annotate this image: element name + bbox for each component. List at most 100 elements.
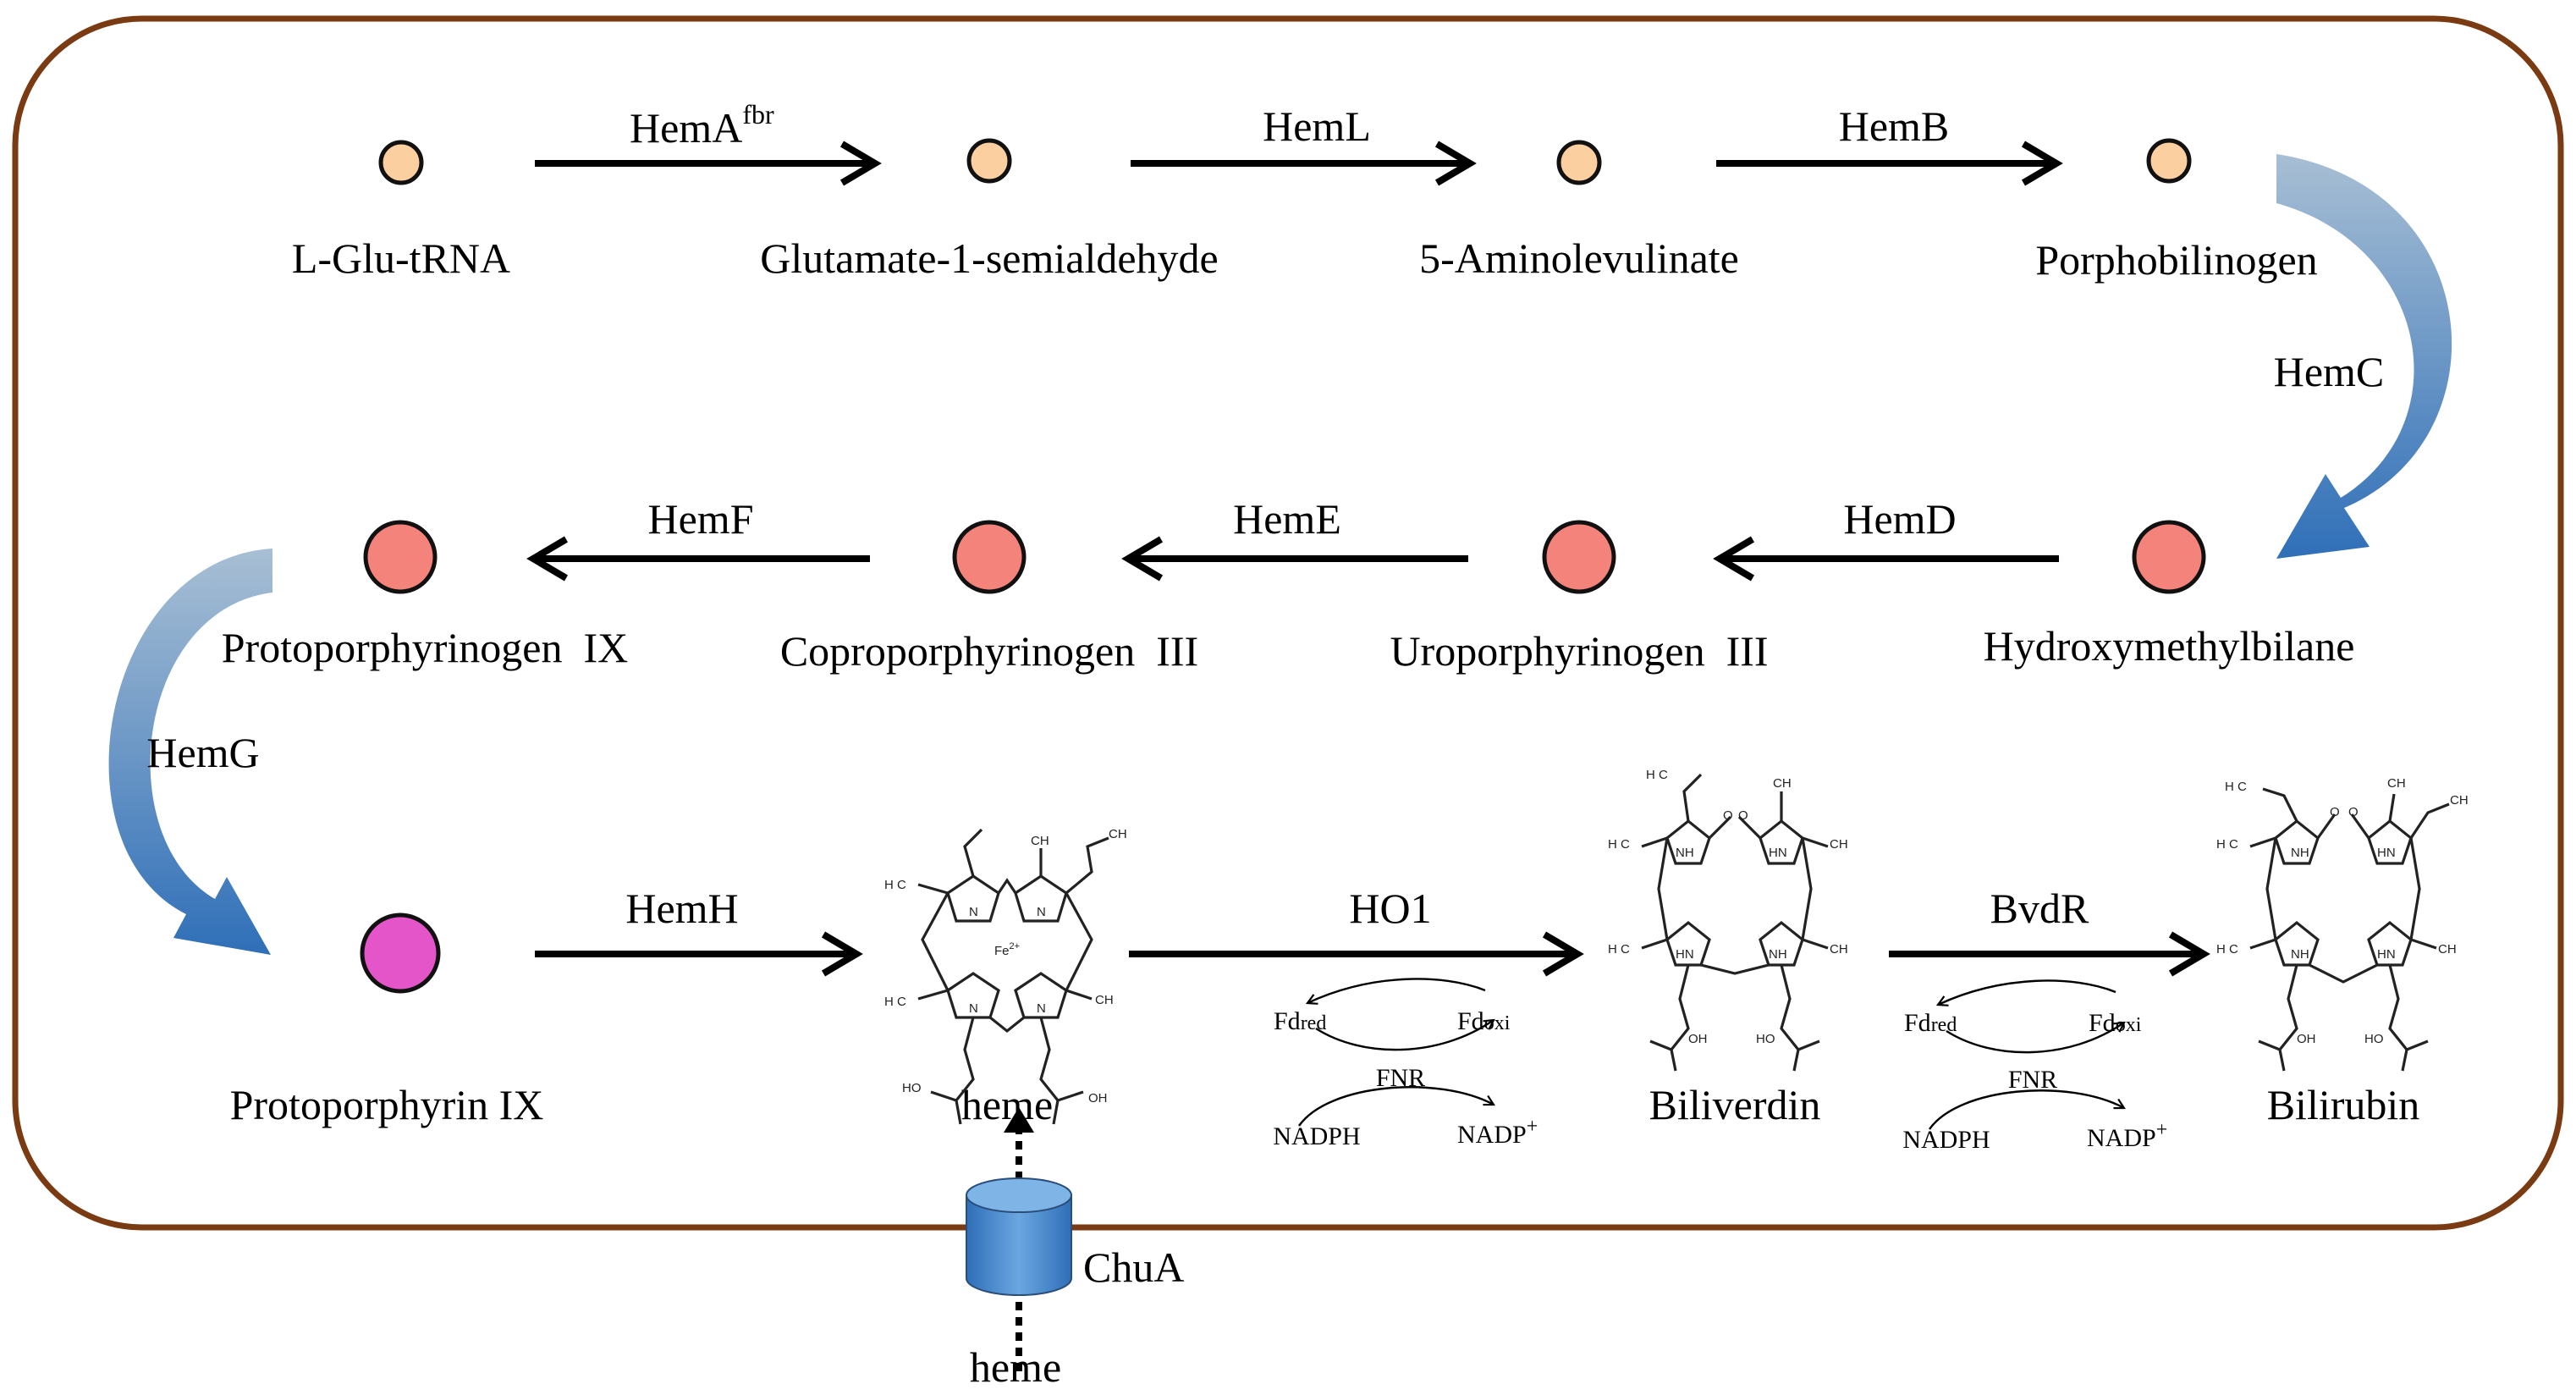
br-oh: OH — [2297, 1032, 2316, 1046]
heme-n-1: N — [969, 905, 978, 919]
bv-o-2: O — [1738, 808, 1748, 823]
label-heme-outside: heme — [970, 1343, 1061, 1391]
br-ho: HO — [2364, 1032, 2384, 1046]
row2: Protoporphyrinogen IX Coproporphyrinogen… — [222, 495, 2355, 675]
enzyme-hemh: HemH — [625, 885, 738, 932]
bv-ch3-1: CH — [1773, 776, 1792, 791]
label-chua: ChuA — [1083, 1243, 1184, 1291]
bilirubin-structure: NH HN NH HN O O H C CH CH H C H C CH OH … — [2216, 776, 2469, 1072]
bv-hn-1: HN — [1769, 846, 1787, 860]
heme-ch3-2: CH — [1095, 993, 1114, 1007]
label-protoporphyrinogen: Protoporphyrinogen IX — [222, 624, 629, 671]
node-hydroxymethylbilane — [2132, 520, 2206, 594]
heme-ch2: CH — [1109, 827, 1127, 841]
enzyme-heml: HemL — [1263, 102, 1371, 150]
bv-nh-1: NH — [1676, 846, 1694, 860]
cell-membrane — [12, 15, 2564, 1231]
br-o-2: O — [2348, 805, 2359, 819]
heme-structure: Fe2+ N N N N CH CH H C H C CH HO OH — [884, 827, 1127, 1125]
label-coproporphyrinogen: Coproporphyrinogen III — [780, 627, 1198, 675]
fd-oxi-2: Fdoxi — [2089, 1009, 2142, 1037]
nadph-1: NADPH — [1273, 1122, 1360, 1150]
br-h2c: H C — [2225, 780, 2247, 794]
node-5-aminolevulinate — [1556, 140, 1602, 185]
enzyme-hemb: HemB — [1839, 102, 1950, 150]
label-heme: heme — [961, 1081, 1053, 1128]
label-5-aminolevulinate: 5-Aminolevulinate — [1419, 234, 1739, 282]
arrowhead-hemf — [526, 536, 569, 582]
br-h3c-1: H C — [2216, 837, 2238, 852]
br-hn-2: HN — [2377, 947, 2396, 962]
row1: L-Glu-tRNA Glutamate-1-semialdehyde 5-Am… — [292, 99, 2318, 284]
node-l-glu-trna — [378, 140, 424, 185]
node-uroporphyrinogen — [1542, 520, 1616, 594]
heme-n-3: N — [969, 1001, 978, 1016]
heme-n-2: N — [1037, 905, 1046, 919]
enzyme-hemg: HemG — [146, 729, 259, 776]
arrowhead-heml — [1434, 141, 1477, 186]
br-h3c-2: H C — [2216, 942, 2238, 957]
arrowhead-hemb — [2021, 141, 2063, 186]
arrowhead-heme-enz — [1121, 536, 1164, 582]
import-arrowhead — [1004, 1107, 1034, 1133]
nadph-2: NADPH — [1902, 1126, 1990, 1154]
label-glutamate-semialdehyde: Glutamate-1-semialdehyde — [760, 234, 1218, 282]
heme-h3c-2: H C — [884, 995, 906, 1009]
chua-transporter: ChuA heme — [966, 1107, 1184, 1391]
label-porphobilinogen: Porphobilinogen — [2035, 236, 2317, 284]
label-biliverdin: Biliverdin — [1649, 1081, 1821, 1128]
heme-fe: Fe2+ — [994, 941, 1020, 958]
node-glutamate-semialdehyde — [966, 138, 1012, 184]
node-coproporphyrinogen — [952, 520, 1027, 594]
bv-nh-2: HN — [1676, 947, 1694, 962]
heme-ho: HO — [902, 1081, 922, 1095]
br-ch3-1: CH — [2387, 776, 2406, 791]
arrowhead-hema — [839, 141, 882, 186]
label-uroporphyrinogen: Uroporphyrinogen III — [1390, 627, 1768, 675]
enzyme-hemd: HemD — [1843, 495, 1956, 543]
fd-oxi-1: Fdoxi — [1457, 1007, 1511, 1035]
enzyme-hemf: HemF — [648, 495, 754, 543]
br-hn-1: HN — [2377, 846, 2396, 860]
curved-arrow-hemc: HemC — [2274, 154, 2452, 559]
chua-cylinder-top — [966, 1177, 1072, 1213]
bv-hn-2: NH — [1769, 947, 1787, 962]
bv-h2c: H C — [1646, 768, 1668, 782]
bv-ch3-2: CH — [1830, 837, 1848, 852]
arrowhead-bvdr — [2168, 931, 2210, 977]
fd-red-1: Fdred — [1274, 1007, 1326, 1035]
label-hydroxymethylbilane: Hydroxymethylbilane — [1984, 622, 2355, 670]
nadp-2: NADP+ — [2087, 1119, 2167, 1152]
br-ch2: CH — [2450, 793, 2469, 808]
br-ch3-2: CH — [2438, 942, 2457, 957]
bv-oh: OH — [1688, 1032, 1708, 1046]
node-porphobilinogen — [2146, 138, 2192, 184]
bv-h3c-1: H C — [1608, 837, 1630, 852]
cofactor-cycle-ho1: Fdred Fdoxi FNR NADPH NADP+ — [1273, 978, 1538, 1150]
bv-ho: HO — [1756, 1032, 1775, 1046]
node-protoporphyrin-ix — [360, 913, 441, 994]
heme-h3c-1: H C — [884, 878, 906, 892]
fnr-2: FNR — [2008, 1066, 2057, 1094]
heme-oh: OH — [1088, 1091, 1108, 1106]
fnr-1: FNR — [1376, 1064, 1425, 1092]
br-o-1: O — [2330, 805, 2340, 819]
heme-ch3-1: CH — [1031, 834, 1049, 848]
fd-red-2: Fdred — [1904, 1009, 1957, 1037]
bv-h3c-2: H C — [1608, 942, 1630, 957]
bv-ch3-3: CH — [1830, 942, 1848, 957]
label-bilirubin: Bilirubin — [2267, 1081, 2420, 1128]
enzyme-bvdr: BvdR — [1990, 885, 2089, 932]
enzyme-hema: HemAfbr — [630, 99, 774, 152]
row3: Protoporphyrin IX heme Biliverdin Biliru… — [230, 885, 2420, 1128]
biliverdin-structure: NH HN HN NH O O H C CH H C CH H C CH OH … — [1608, 768, 1848, 1072]
curved-arrow-hemg: HemG — [108, 549, 272, 955]
br-nh-1: NH — [2291, 846, 2309, 860]
node-protoporphyrinogen — [363, 520, 438, 594]
arrowhead-hemd — [1713, 536, 1755, 582]
br-nh-2: NH — [2291, 947, 2309, 962]
enzyme-heme: HemE — [1233, 495, 1341, 543]
cofactor-cycle-bvdr: Fdred Fdoxi FNR NADPH NADP+ — [1902, 979, 2167, 1154]
bv-o-1: O — [1723, 808, 1733, 823]
